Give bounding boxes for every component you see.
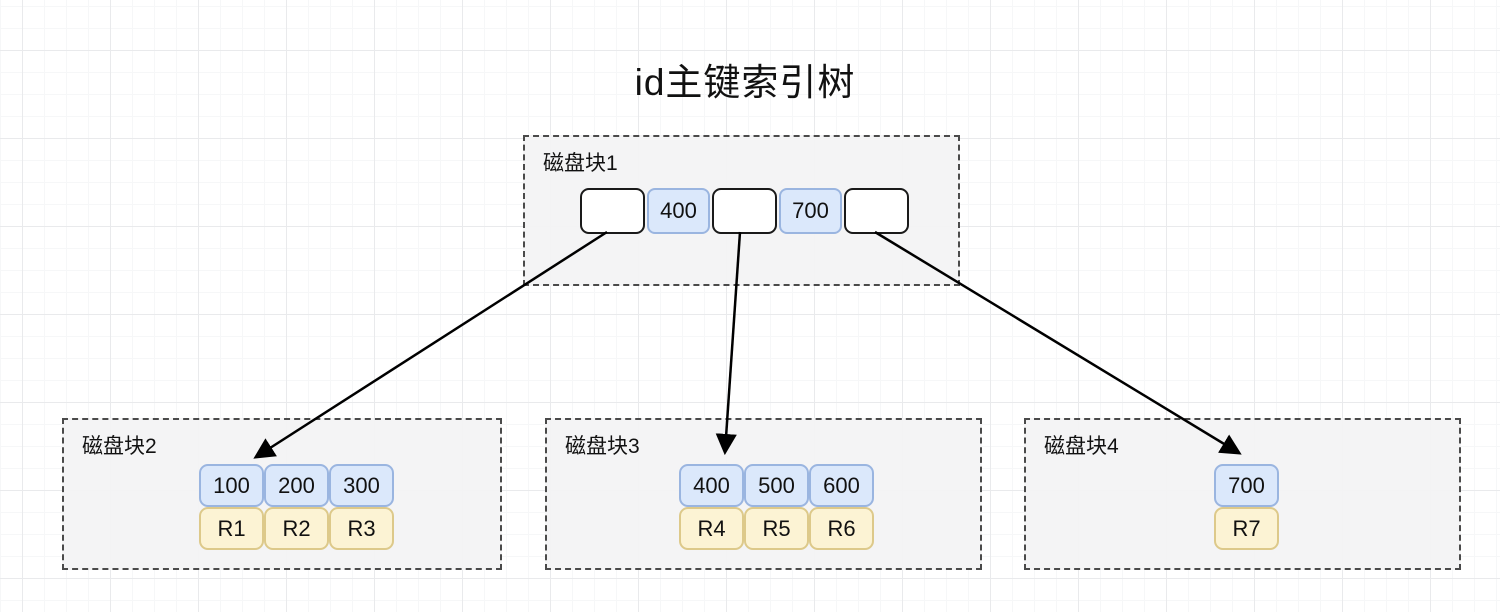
page-title: id主键索引树: [634, 62, 856, 103]
disk-block-1: 磁盘块1 400 700: [523, 135, 960, 286]
disk-block-4-records: R7: [1214, 507, 1279, 550]
disk-block-2-records: R1 R2 R3: [199, 507, 394, 550]
key-cell-300: 300: [329, 464, 394, 507]
pointer-cell-2: [712, 188, 777, 234]
record-cell-r4: R4: [679, 507, 744, 550]
disk-block-4-label: 磁盘块4: [1044, 435, 1119, 458]
key-cell-500: 500: [744, 464, 809, 507]
disk-block-3-label: 磁盘块3: [565, 435, 640, 458]
pointer-cell-3: [844, 188, 909, 234]
record-cell-r1: R1: [199, 507, 264, 550]
disk-block-2-keys: 100 200 300: [199, 464, 394, 507]
record-cell-r3: R3: [329, 507, 394, 550]
record-cell-r5: R5: [744, 507, 809, 550]
record-cell-r2: R2: [264, 507, 329, 550]
key-cell-100: 100: [199, 464, 264, 507]
disk-block-2: 磁盘块2 100 200 300 R1 R2 R3: [62, 418, 502, 570]
key-cell-400-leaf: 400: [679, 464, 744, 507]
record-cell-r7: R7: [1214, 507, 1279, 550]
disk-block-3-records: R4 R5 R6: [679, 507, 874, 550]
disk-block-3: 磁盘块3 400 500 600 R4 R5 R6: [545, 418, 982, 570]
disk-block-1-label: 磁盘块1: [543, 152, 618, 175]
disk-block-1-cells: 400 700: [580, 188, 909, 234]
key-cell-200: 200: [264, 464, 329, 507]
key-cell-600: 600: [809, 464, 874, 507]
key-cell-700-leaf: 700: [1214, 464, 1279, 507]
pointer-cell-1: [580, 188, 645, 234]
disk-block-3-keys: 400 500 600: [679, 464, 874, 507]
record-cell-r6: R6: [809, 507, 874, 550]
disk-block-4: 磁盘块4 700 R7: [1024, 418, 1461, 570]
disk-block-2-label: 磁盘块2: [82, 435, 157, 458]
disk-block-4-keys: 700: [1214, 464, 1279, 507]
key-cell-400: 400: [647, 188, 710, 234]
key-cell-700: 700: [779, 188, 842, 234]
